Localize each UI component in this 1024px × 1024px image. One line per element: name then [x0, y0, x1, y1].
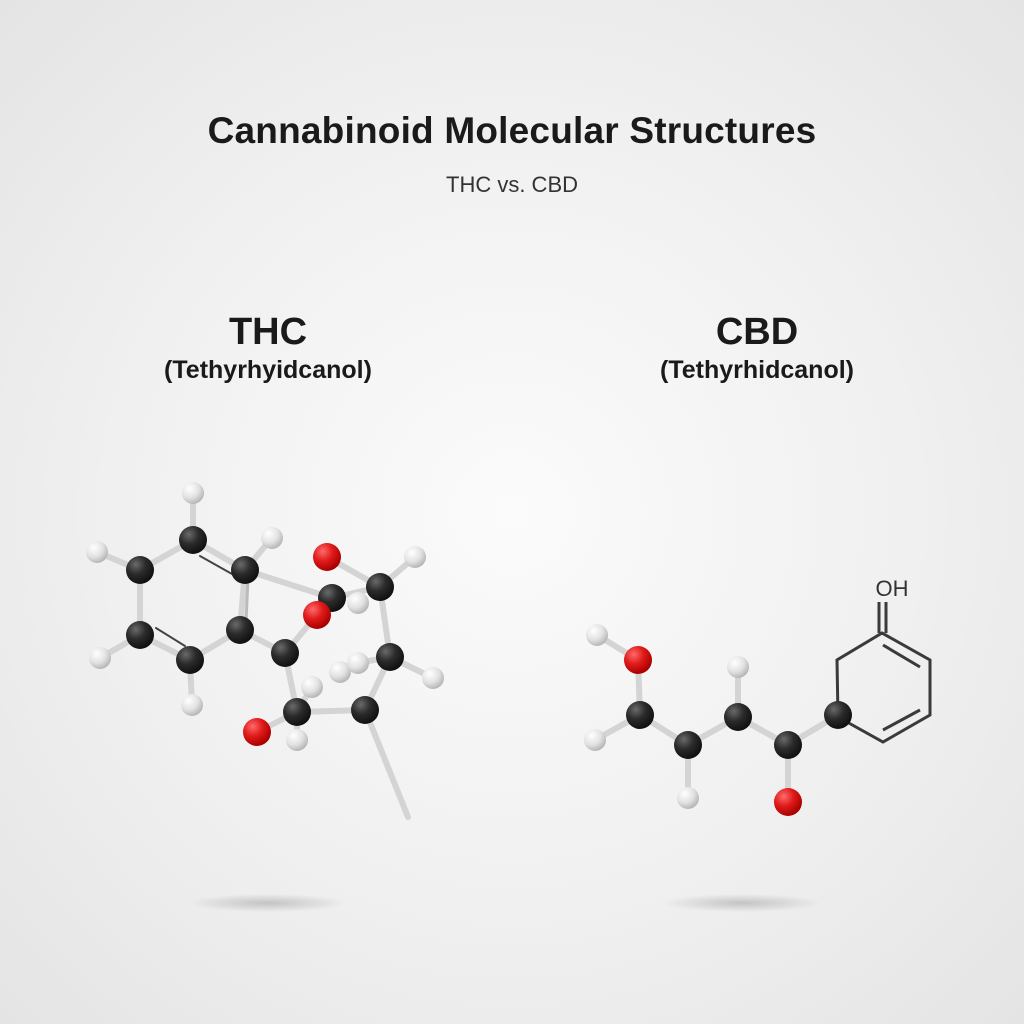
thc-double-bond: [362, 707, 411, 820]
page-subtitle: THC vs. CBD: [446, 172, 578, 197]
thc-atom-hydrogen: [181, 694, 203, 716]
cbd-oh-label: OH: [876, 576, 909, 601]
thc-atom-hydrogen: [89, 647, 111, 669]
thc-double-bond: [244, 576, 250, 624]
cbd-atom-hydrogen: [727, 656, 749, 678]
thc-atom-hydrogen: [261, 527, 283, 549]
thc-atom-hydrogen: [301, 676, 323, 698]
cbd-atom-hydrogen: [677, 787, 699, 809]
cbd-molecule: OH: [584, 576, 932, 816]
thc-atom-hydrogen: [347, 652, 369, 674]
thc-shadow: [188, 894, 348, 912]
cbd-skeletal-ring: [835, 602, 932, 744]
thc-atom-carbon: [126, 556, 154, 584]
thc-atom-carbon: [376, 643, 404, 671]
thc-atom-hydrogen: [404, 546, 426, 568]
thc-atom-carbon: [176, 646, 204, 674]
thc-atom-hydrogen: [422, 667, 444, 689]
cbd-shadow: [662, 894, 822, 912]
cbd-ball-stick: [584, 624, 852, 816]
thc-atom-hydrogen: [286, 729, 308, 751]
thc-atom-carbon: [366, 573, 394, 601]
cbd-atom-hydrogen: [584, 729, 606, 751]
thc-atom-hydrogen: [329, 661, 351, 683]
thc-bond: [242, 567, 335, 601]
cbd-atom-carbon: [774, 731, 802, 759]
cbd-atom-hydrogen: [586, 624, 608, 646]
thc-atom-carbon: [179, 526, 207, 554]
thc-atom-carbon: [231, 556, 259, 584]
thc-double-bond: [155, 627, 186, 647]
cbd-atom-carbon: [724, 703, 752, 731]
cbd-atom-oxygen: [774, 788, 802, 816]
thc-atom-carbon: [126, 621, 154, 649]
thc-atom-carbon: [226, 616, 254, 644]
page-title: Cannabinoid Molecular Structures: [207, 110, 817, 151]
cbd-atom-carbon: [674, 731, 702, 759]
thc-atom-carbon: [283, 698, 311, 726]
thc-atom-oxygen: [303, 601, 331, 629]
thc-double-bond: [199, 555, 233, 575]
thc-label: THC (Tethyrhyidcanol): [68, 310, 468, 386]
cbd-full-name: (Tethyrhidcanol): [660, 356, 854, 384]
cbd-label: CBD (Tethyrhidcanol): [557, 310, 957, 386]
cbd-atom-carbon: [824, 701, 852, 729]
thc-atom-oxygen: [313, 543, 341, 571]
thc-atom-carbon: [351, 696, 379, 724]
thc-atom-hydrogen: [86, 541, 108, 563]
thc-name: THC: [228, 311, 308, 353]
thc-atom-carbon: [271, 639, 299, 667]
thc-molecule: [86, 482, 444, 820]
thc-full-name: (Tethyrhyidcanol): [164, 356, 372, 384]
cbd-atom-oxygen: [624, 646, 652, 674]
thc-atom-hydrogen: [182, 482, 204, 504]
cbd-atom-carbon: [626, 701, 654, 729]
thc-atom-oxygen: [243, 718, 271, 746]
thc-atom-hydrogen: [347, 592, 369, 614]
cbd-name: CBD: [715, 311, 799, 353]
